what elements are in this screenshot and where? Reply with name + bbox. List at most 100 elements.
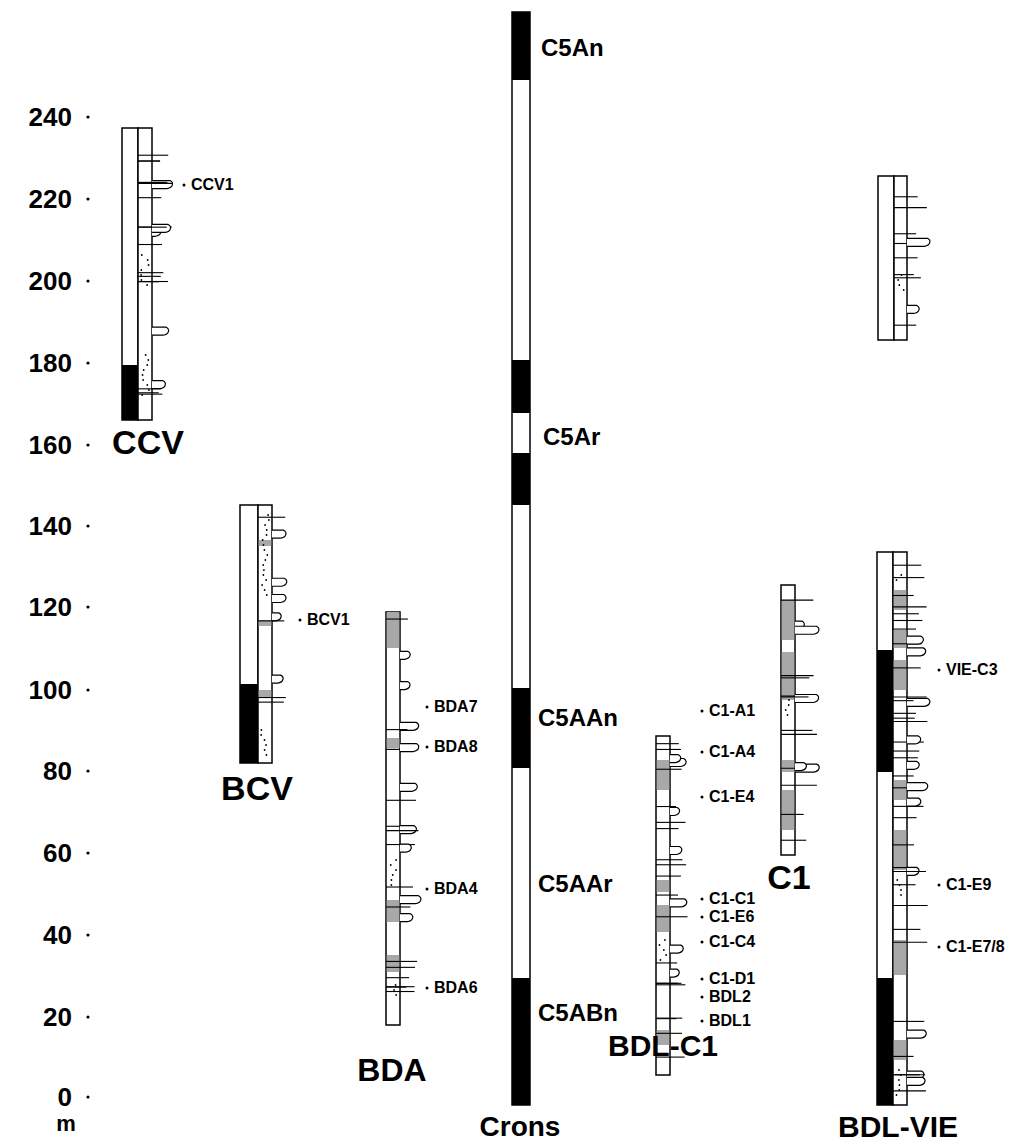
sand-stipple [264,559,266,561]
sand-stipple [265,579,267,581]
axis-tick: 180 [28,350,73,376]
axis-tick: 120 [28,594,73,620]
sample-label: BDA6 [433,980,479,996]
axis-dot [86,688,89,691]
fine-grained-interval [894,1040,907,1060]
bed-boundary [893,1074,920,1075]
bed-boundary [893,929,920,930]
bed-boundary [893,750,919,751]
polarity-outline [512,12,530,1105]
bed-boundary [893,942,927,943]
lithology-columns [138,128,930,1105]
sand-stipple [141,254,143,256]
lithology-log [781,585,819,855]
bed-boundary [893,713,916,714]
fine-grained-interval [387,900,400,922]
sand-body [907,761,919,769]
axis-tick: 60 [42,840,73,866]
sample-label: C1-A4 [708,744,756,760]
bed-boundary [781,840,806,841]
sample-label: C1-E4 [708,789,755,805]
bed-boundary [893,577,924,578]
sand-stipple [903,289,905,291]
lithology-log [386,612,421,1025]
sample-label: BDA4 [433,881,479,897]
sand-stipple [264,589,266,591]
sand-stipple [898,1079,900,1081]
sample-label: C1-C4 [708,934,756,950]
bed-boundary [656,962,677,963]
sand-body [400,914,413,922]
sample-dot [426,888,429,891]
lithology-log [893,552,930,1105]
bed-boundary [893,905,928,906]
sand-stipple [260,734,262,736]
sand-stipple [260,729,262,731]
bed-boundary [138,281,159,282]
sample-dot [701,978,704,981]
sand-body [152,181,173,189]
bed-boundary [893,721,927,722]
sand-body [907,798,921,806]
axis-dot [86,1095,89,1098]
sand-body [670,899,687,907]
sand-stipple [147,259,149,261]
bed-boundary [138,182,167,183]
sand-stipple [145,354,147,356]
sand-stipple [140,274,142,276]
bed-boundary [656,743,679,744]
sand-stipple [142,379,144,381]
sand-stipple [266,594,268,596]
sand-body [272,594,286,602]
sand-stipple [664,939,666,941]
axis-dot [86,279,89,282]
sample-label: C1-A1 [708,703,756,719]
fine-grained-interval [894,940,907,975]
lithology-log [656,736,687,1075]
sand-body [272,530,286,538]
sample-dot [426,706,429,709]
bed-boundary [258,620,284,621]
sand-body [795,763,806,771]
sand-body [670,755,681,763]
sand-body [272,613,281,621]
bed-boundary [893,844,914,845]
bed-boundary [656,828,679,829]
bed-boundary [386,986,415,987]
sample-label: C1-D1 [708,971,756,987]
axis-tick: 200 [28,268,73,294]
axis-tick: 40 [42,922,73,948]
normal-polarity-zone [122,365,138,420]
lithology-log [138,128,173,420]
bed-boundary [893,884,916,885]
bed-boundary [781,696,809,697]
section-name: BCV [220,771,294,805]
log-outline [258,505,272,763]
sand-body [907,698,930,706]
bed-boundary [138,281,168,282]
bed-boundary [893,817,917,818]
bed-boundary [781,814,804,815]
polarity-outline [878,176,894,340]
chron-label: C5Ar [542,425,601,449]
axis-dot [86,851,89,854]
sand-stipple [897,279,899,281]
sand-stipple [262,539,264,541]
bed-boundary [138,244,162,245]
bed-boundary [258,697,286,698]
sample-label: BDA8 [433,739,479,755]
bed-boundary [893,565,921,566]
sample-dot [426,746,429,749]
sample-dot [701,898,704,901]
sample-dot [701,710,704,713]
bed-boundary [781,677,809,678]
bed-boundary [258,702,284,703]
bed-boundary [138,160,160,161]
bed-boundary [386,991,414,992]
sand-stipple [262,564,264,566]
sand-stipple [141,279,143,281]
bed-boundary [386,977,409,978]
sand-stipple [896,879,898,881]
